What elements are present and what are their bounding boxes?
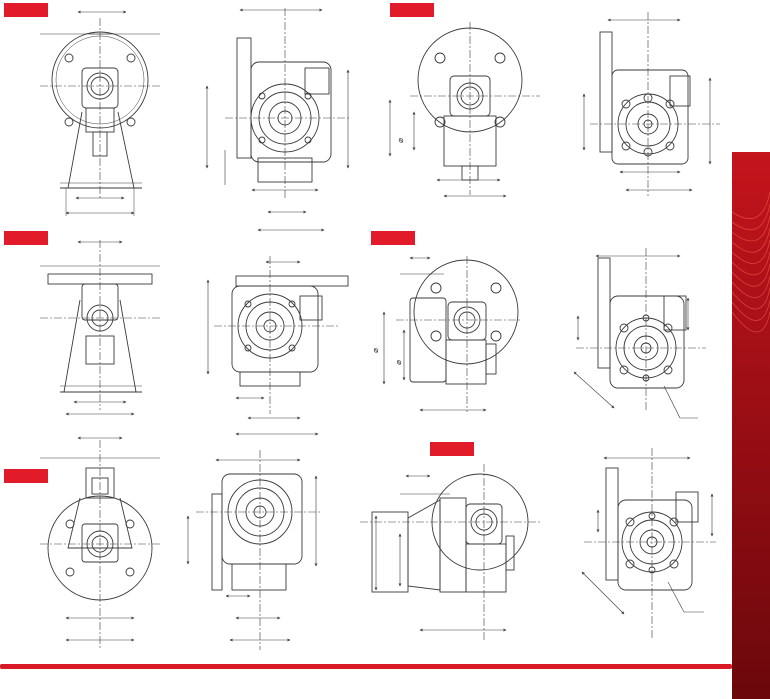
section-tag-3: [4, 231, 48, 245]
gearbox-front-view-4: [382, 256, 520, 412]
section-tag-2: [390, 3, 434, 17]
gearbox-front-view-2: [388, 22, 540, 198]
gearbox-side-view-1: [205, 8, 350, 232]
gearbox-front-view-1: [40, 10, 160, 216]
gearbox-side-view-4: [573, 248, 706, 419]
gearbox-side-view-2: [582, 12, 720, 196]
section-tag-6: [430, 442, 474, 456]
section-tag-5: [4, 469, 48, 483]
gearbox-front-view-6: [360, 464, 540, 640]
sidebar-swirl-pattern: [732, 191, 770, 333]
section-tag-4: [371, 231, 415, 245]
section-tag-1: [4, 3, 48, 17]
gearbox-side-view-6: [581, 448, 716, 640]
gearbox-front-view-3: [40, 240, 160, 416]
brand-sidebar-band: [732, 152, 770, 699]
gearbox-side-view-5: [186, 450, 320, 650]
gearbox-side-view-3: [206, 256, 349, 436]
gearbox-front-view-5: [40, 436, 160, 650]
footer-rule: [0, 664, 732, 669]
